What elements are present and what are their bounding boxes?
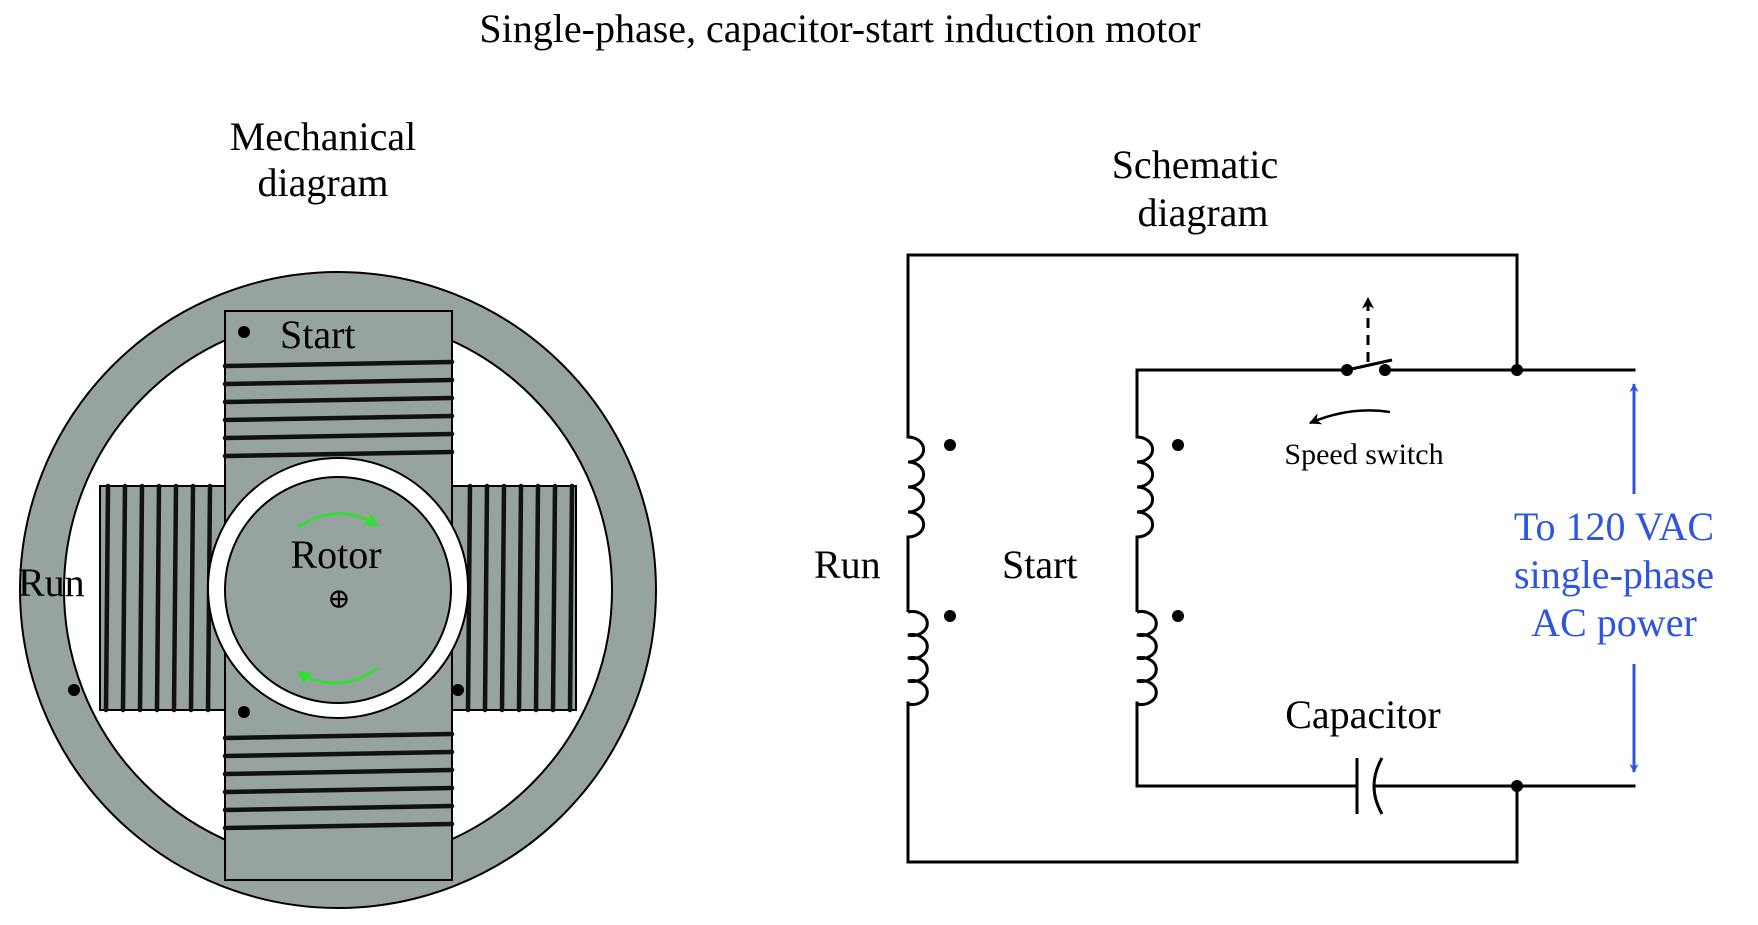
start-coil-dot-lower <box>1172 610 1184 622</box>
junction-dot <box>1511 780 1523 792</box>
polarity-dot <box>238 326 250 338</box>
start-pole-label: Start <box>280 312 356 357</box>
run-circuit-bottom-wire <box>906 701 1519 864</box>
mechanical-heading-line1: Mechanical <box>230 114 417 159</box>
start-coil-dot-upper <box>1172 439 1184 451</box>
run-winding-right <box>465 483 575 713</box>
run-coil-dot-lower <box>944 610 956 622</box>
schematic-heading-line1: Schematic <box>1112 142 1279 187</box>
run-coil-label: Run <box>814 542 881 587</box>
mechanical-diagram: Mechanical diagram <box>18 114 657 909</box>
rotor <box>224 476 452 704</box>
run-pole-label: Run <box>18 560 85 605</box>
run-winding-left <box>103 483 213 713</box>
start-coil-label: Start <box>1002 542 1078 587</box>
start-circuit-bottom-wire <box>1135 701 1359 788</box>
speed-switch-label: Speed switch <box>1284 438 1443 471</box>
polarity-dot <box>68 684 80 696</box>
run-circuit-top-wire <box>906 253 1519 439</box>
schematic-heading-line2: diagram <box>1137 190 1268 235</box>
mechanical-heading-line2: diagram <box>257 160 388 205</box>
capacitor <box>1355 757 1384 815</box>
run-coil-lower <box>907 610 929 706</box>
page-title: Single-phase, capacitor-start induction … <box>479 6 1200 51</box>
rotor-center-symbol: ⊕ <box>327 584 350 615</box>
junction-dot <box>1511 364 1523 376</box>
schematic-diagram: Schematic diagram Speed switch <box>814 142 1714 864</box>
rotation-arrow-top <box>296 512 380 530</box>
run-coil-upper <box>906 435 926 612</box>
polarity-dot <box>452 684 464 696</box>
polarity-dot <box>238 706 250 718</box>
power-label-line1: To 120 VAC <box>1514 504 1714 549</box>
start-coil-lower <box>1136 610 1158 706</box>
rotor-label: Rotor <box>290 532 381 577</box>
start-coil-upper <box>1135 435 1155 612</box>
power-label-line2: single-phase <box>1514 552 1714 597</box>
rotation-arrow-bottom <box>295 666 379 685</box>
start-circuit-top-wire <box>1135 368 1349 439</box>
run-coil-dot-upper <box>944 439 956 451</box>
start-winding-top <box>222 359 455 459</box>
start-winding-bottom <box>222 731 455 831</box>
capacitor-label: Capacitor <box>1285 692 1441 737</box>
speed-switch <box>1308 296 1393 425</box>
power-label-line3: AC power <box>1531 600 1697 645</box>
